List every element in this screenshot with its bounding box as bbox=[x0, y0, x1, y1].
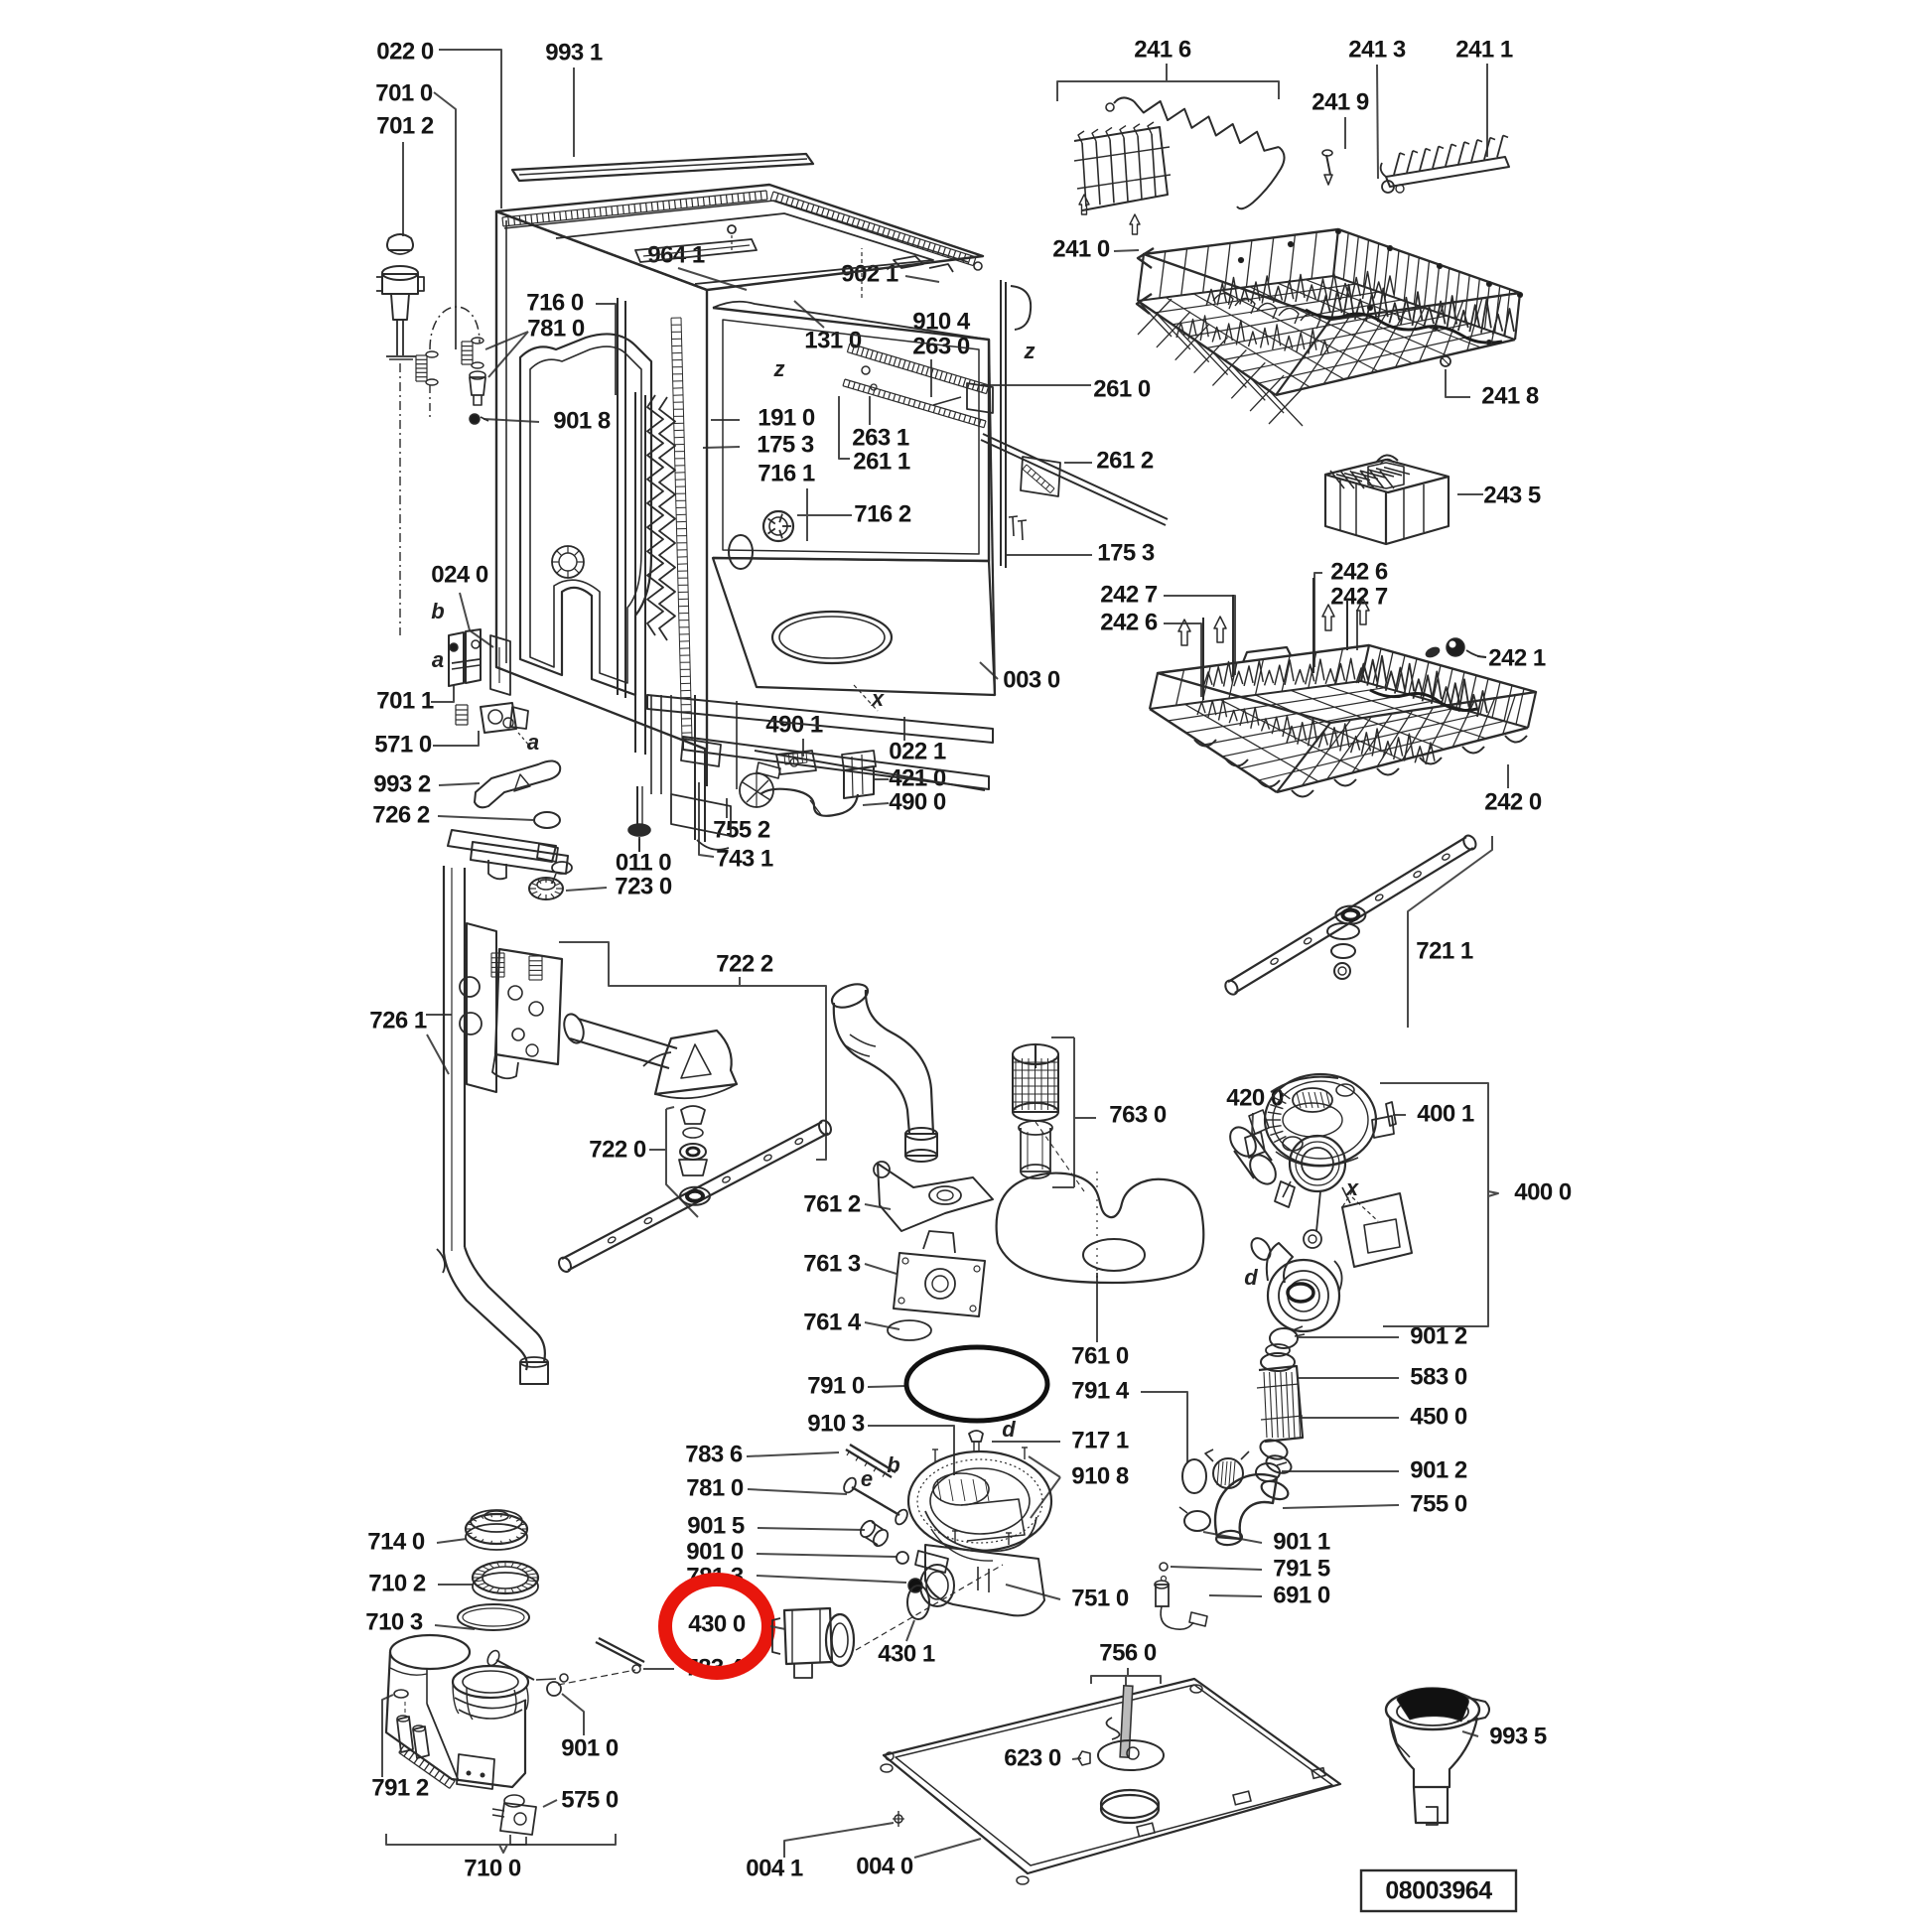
svg-text:241 0: 241 0 bbox=[1052, 235, 1110, 262]
svg-text:175 3: 175 3 bbox=[1097, 539, 1155, 566]
svg-text:993 2: 993 2 bbox=[373, 770, 431, 797]
svg-text:763 0: 763 0 bbox=[1109, 1101, 1167, 1128]
svg-text:004 1: 004 1 bbox=[746, 1855, 803, 1881]
svg-text:242 0: 242 0 bbox=[1484, 788, 1542, 815]
svg-text:b: b bbox=[431, 599, 444, 623]
svg-text:761 2: 761 2 bbox=[803, 1190, 861, 1217]
svg-text:701 2: 701 2 bbox=[376, 112, 434, 139]
svg-text:701 1: 701 1 bbox=[376, 687, 434, 714]
svg-text:901 2: 901 2 bbox=[1410, 1456, 1467, 1483]
svg-text:400 0: 400 0 bbox=[1514, 1178, 1572, 1205]
svg-text:241 3: 241 3 bbox=[1348, 36, 1406, 63]
svg-text:z: z bbox=[773, 356, 785, 381]
svg-text:761 0: 761 0 bbox=[1071, 1342, 1129, 1369]
svg-text:781 0: 781 0 bbox=[527, 315, 585, 342]
svg-text:710 0: 710 0 bbox=[464, 1855, 521, 1881]
svg-text:131 0: 131 0 bbox=[804, 327, 862, 353]
svg-text:755 0: 755 0 bbox=[1410, 1490, 1467, 1517]
svg-text:691 0: 691 0 bbox=[1273, 1582, 1330, 1608]
svg-text:263 1: 263 1 bbox=[852, 424, 909, 451]
svg-text:743 1: 743 1 bbox=[716, 845, 773, 872]
svg-text:004 0: 004 0 bbox=[856, 1853, 913, 1879]
svg-text:722 0: 722 0 bbox=[589, 1136, 646, 1163]
svg-text:191 0: 191 0 bbox=[758, 404, 815, 431]
svg-text:791 0: 791 0 bbox=[807, 1372, 865, 1399]
svg-text:910 4: 910 4 bbox=[912, 308, 971, 335]
svg-text:261 2: 261 2 bbox=[1096, 447, 1154, 474]
svg-text:241 6: 241 6 bbox=[1134, 36, 1191, 63]
svg-text:242 6: 242 6 bbox=[1100, 609, 1158, 635]
svg-text:710 3: 710 3 bbox=[365, 1608, 423, 1635]
svg-text:241 9: 241 9 bbox=[1311, 88, 1369, 115]
svg-text:175 3: 175 3 bbox=[757, 431, 814, 458]
svg-text:d: d bbox=[1002, 1417, 1016, 1442]
svg-text:261 1: 261 1 bbox=[853, 448, 910, 475]
svg-text:791 4: 791 4 bbox=[1071, 1377, 1130, 1404]
svg-text:993 1: 993 1 bbox=[545, 39, 603, 66]
svg-text:450 0: 450 0 bbox=[1410, 1403, 1467, 1430]
svg-text:490 0: 490 0 bbox=[889, 788, 946, 815]
svg-text:910 8: 910 8 bbox=[1071, 1462, 1129, 1489]
svg-text:08003964: 08003964 bbox=[1385, 1877, 1492, 1905]
svg-text:783 6: 783 6 bbox=[685, 1441, 743, 1467]
svg-text:791 2: 791 2 bbox=[371, 1774, 429, 1801]
svg-text:x: x bbox=[871, 686, 885, 711]
svg-text:723 0: 723 0 bbox=[615, 873, 672, 899]
svg-text:242 6: 242 6 bbox=[1330, 558, 1388, 585]
svg-text:721 1: 721 1 bbox=[1416, 937, 1473, 964]
svg-text:722 2: 722 2 bbox=[716, 950, 773, 977]
svg-text:a: a bbox=[432, 647, 444, 672]
svg-text:z: z bbox=[1024, 339, 1035, 363]
svg-text:755 2: 755 2 bbox=[713, 816, 770, 843]
svg-text:241 8: 241 8 bbox=[1481, 382, 1539, 409]
svg-text:b: b bbox=[887, 1452, 899, 1477]
svg-text:430 0: 430 0 bbox=[688, 1610, 746, 1637]
svg-text:901 8: 901 8 bbox=[553, 407, 611, 434]
svg-text:575 0: 575 0 bbox=[561, 1786, 619, 1813]
svg-text:261 0: 261 0 bbox=[1093, 375, 1151, 402]
svg-text:e: e bbox=[861, 1466, 873, 1491]
svg-text:a: a bbox=[527, 730, 539, 755]
svg-text:243 5: 243 5 bbox=[1483, 482, 1541, 508]
svg-text:701 0: 701 0 bbox=[375, 79, 433, 106]
svg-text:761 3: 761 3 bbox=[803, 1250, 861, 1277]
svg-text:717 1: 717 1 bbox=[1071, 1427, 1129, 1453]
svg-text:726 2: 726 2 bbox=[372, 801, 430, 828]
svg-text:901 1: 901 1 bbox=[1273, 1528, 1330, 1555]
svg-text:003 0: 003 0 bbox=[1003, 666, 1060, 693]
svg-text:791 5: 791 5 bbox=[1273, 1555, 1330, 1582]
svg-text:993 5: 993 5 bbox=[1489, 1723, 1547, 1749]
svg-text:716 1: 716 1 bbox=[758, 460, 815, 486]
svg-text:761 4: 761 4 bbox=[803, 1309, 862, 1335]
svg-text:583 0: 583 0 bbox=[1410, 1363, 1467, 1390]
svg-text:623 0: 623 0 bbox=[1004, 1744, 1061, 1771]
svg-text:781 0: 781 0 bbox=[686, 1474, 744, 1501]
svg-text:751 0: 751 0 bbox=[1071, 1585, 1129, 1611]
svg-text:024 0: 024 0 bbox=[431, 561, 488, 588]
svg-text:x: x bbox=[1345, 1175, 1359, 1200]
svg-text:901 0: 901 0 bbox=[686, 1538, 744, 1565]
svg-text:241 1: 241 1 bbox=[1455, 36, 1513, 63]
svg-text:710 2: 710 2 bbox=[368, 1570, 426, 1596]
svg-text:022 0: 022 0 bbox=[376, 38, 434, 65]
svg-text:726 1: 726 1 bbox=[369, 1007, 427, 1034]
svg-text:571 0: 571 0 bbox=[374, 731, 432, 758]
svg-text:716 2: 716 2 bbox=[854, 500, 911, 527]
svg-text:756 0: 756 0 bbox=[1099, 1639, 1157, 1666]
svg-text:011 0: 011 0 bbox=[616, 849, 671, 876]
svg-text:716 0: 716 0 bbox=[526, 289, 584, 316]
svg-text:242 1: 242 1 bbox=[1488, 644, 1546, 671]
svg-text:910 3: 910 3 bbox=[807, 1410, 865, 1437]
svg-text:901 5: 901 5 bbox=[687, 1512, 745, 1539]
svg-text:901 0: 901 0 bbox=[561, 1734, 619, 1761]
svg-text:400 1: 400 1 bbox=[1417, 1100, 1474, 1127]
svg-text:d: d bbox=[1244, 1265, 1258, 1290]
svg-text:242 7: 242 7 bbox=[1100, 581, 1158, 608]
svg-text:022 1: 022 1 bbox=[889, 738, 946, 764]
svg-text:714 0: 714 0 bbox=[367, 1528, 425, 1555]
svg-text:430 1: 430 1 bbox=[878, 1640, 935, 1667]
